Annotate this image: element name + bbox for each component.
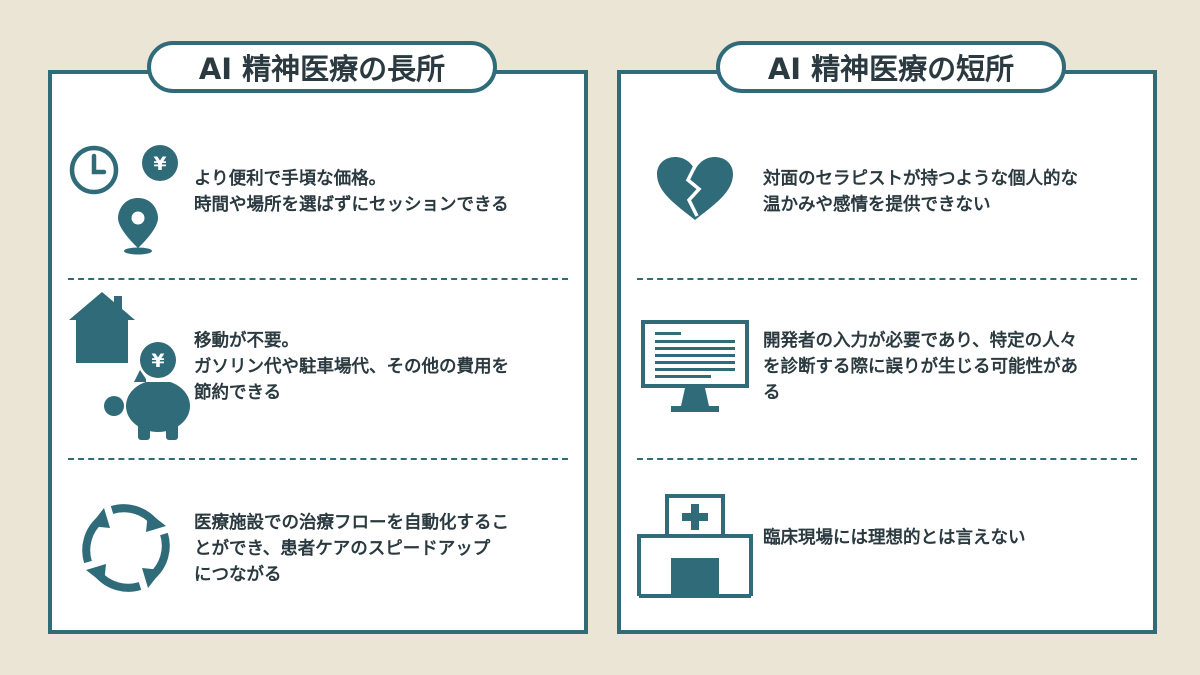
pros-title: AI 精神医療の長所 [147,41,497,93]
house-piggy-bank-icon: ¥ [69,292,190,440]
monitor-document-icon [641,320,749,412]
pros-item-automation: 医療施設での治療フローを自動化するこ とができ、患者ケアのスピードアップ につな… [52,468,584,628]
svg-text:¥: ¥ [153,153,166,175]
cycle-arrows-icon [82,504,170,592]
cons-item-clinical-text: 臨床現場には理想的とは言えない [763,528,1026,548]
cons-panel: 対面のセラピストが持つような個人的な 温かみや感情を提供できない 開発者の入力が… [617,70,1157,634]
divider [68,458,568,460]
broken-heart-icon [657,157,733,220]
hospital-icon [637,494,753,598]
divider [68,278,568,280]
pros-item-automation-text: 医療施設での治療フローを自動化するこ とができ、患者ケアのスピードアップ につな… [194,513,509,585]
pros-item-no-travel: ¥ 移動が不要。 ガソリン代や駐車場代、その他の費用を 節約できる [52,286,584,446]
pros-item-no-travel-text: 移動が不要。 ガソリン代や駐車場代、その他の費用を 節約できる [194,331,509,403]
divider [637,458,1137,460]
divider [637,278,1137,280]
cons-item-no-warmth: 対面のセラピストが持つような個人的な 温かみや感情を提供できない [621,124,1153,254]
cons-item-errors: 開発者の入力が必要であり、特定の人々 を診断する際に誤りが生じる可能性があ る [621,286,1153,446]
clock-yen-location-icon: ¥ [69,145,178,255]
svg-text:¥: ¥ [151,350,164,372]
cons-title: AI 精神医療の短所 [716,41,1066,93]
cons-item-clinical: 臨床現場には理想的とは言えない [621,468,1153,628]
cons-item-no-warmth-text: 対面のセラピストが持つような個人的な 温かみや感情を提供できない [763,169,1078,215]
pros-item-convenience: ¥ より便利で手頃な価格。 時間や場所を選ばずにセッションできる [52,124,584,255]
pros-panel: ¥ より便利で手頃な価格。 時間や場所を選ばずにセッションできる ¥ 移動が不要… [48,70,588,634]
cons-item-errors-text: 開発者の入力が必要であり、特定の人々 を診断する際に誤りが生じる可能性があ る [763,331,1078,403]
pros-item-convenience-text: より便利で手頃な価格。 時間や場所を選ばずにセッションできる [194,169,509,215]
